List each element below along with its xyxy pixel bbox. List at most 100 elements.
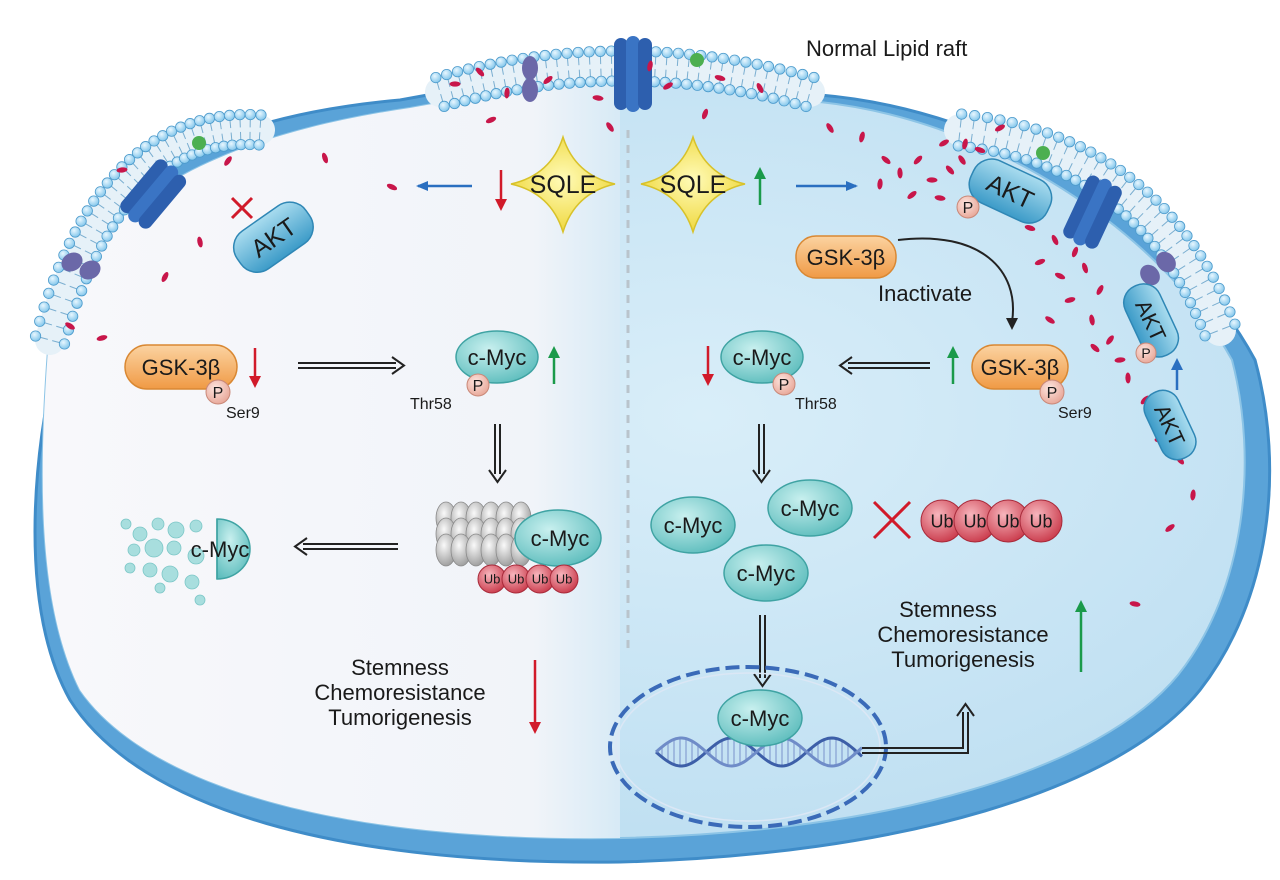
lipid-head (1179, 286, 1191, 299)
lipid-head (1213, 282, 1225, 295)
lipid-head (952, 140, 964, 152)
lipid-head (140, 141, 152, 153)
lipid-head (480, 90, 492, 102)
lipid-head (75, 215, 87, 227)
lipid-head (751, 58, 763, 70)
normal-lipid-raft-label: Normal Lipid raft (806, 36, 967, 61)
cholesterol-dot (945, 165, 955, 175)
free-cmyc-2: c-Myc (767, 479, 853, 537)
cholesterol-dot (1096, 285, 1104, 295)
ser9-label: Ser9 (1058, 405, 1092, 422)
fragment (161, 565, 179, 583)
cholesterol-dot (995, 124, 1005, 132)
cholesterol-dot (859, 131, 865, 143)
lipid-head (1149, 240, 1161, 253)
sqle-left: SQLE (510, 134, 616, 235)
lipid-head (1064, 136, 1076, 148)
cholesterol-dot (224, 156, 232, 166)
cholesterol-dot (485, 116, 497, 124)
channel-protein-right (1063, 175, 1122, 249)
cholesterol-molecules (65, 60, 1196, 607)
gsk3b-right: GSK-3β (795, 235, 897, 279)
inactivate-label: Inactivate (878, 281, 972, 306)
lipid-head (702, 81, 714, 93)
lipid-head (724, 84, 736, 96)
phospho-label: P (779, 377, 790, 394)
lipid-head (76, 285, 88, 297)
nucleus-cmyc: c-Myc (717, 689, 803, 747)
lipid-head (661, 46, 673, 59)
lipid-head (34, 315, 46, 327)
lipid-head (728, 54, 741, 66)
lipid-head (253, 139, 265, 151)
fragment (151, 517, 165, 531)
transport-protein-icon-left (61, 252, 101, 280)
lipid-bilayers (29, 45, 1241, 355)
stemness-label: Stemness (351, 655, 449, 680)
lipid-head (108, 169, 121, 181)
lipid-head (1194, 318, 1207, 331)
cholesterol-dot (1051, 234, 1059, 246)
fragment (142, 562, 158, 578)
ub-label: Ub (996, 511, 1019, 531)
lipid-head (1199, 330, 1211, 342)
lipid-head (1114, 164, 1127, 177)
lipid-head (131, 147, 144, 159)
cholesterol-dot (475, 67, 485, 77)
lipid-head (796, 68, 809, 81)
cholesterol-dot (1045, 316, 1055, 324)
degraded-fragments (120, 517, 206, 606)
lipid-head (691, 79, 703, 91)
fragment (194, 594, 206, 606)
lipid-head (778, 95, 790, 107)
lipid-head (595, 75, 607, 87)
gsk3b-p-right: GSK-3β P Ser9 (971, 344, 1092, 422)
lipid-head (583, 46, 595, 58)
phospho-label: P (473, 378, 484, 395)
lipid-head (484, 58, 496, 70)
akt-left: AKT (232, 201, 314, 274)
lipid-head (1074, 141, 1086, 153)
down-arrowhead (529, 722, 541, 734)
outcomes-left: Stemness Chemoresistance Tumorigenesis (314, 655, 485, 730)
lipid-head (67, 310, 79, 322)
up-arrowhead (754, 167, 766, 179)
free-cmyc-3: c-Myc (723, 544, 809, 602)
cholesterol-dot (756, 82, 764, 94)
ubiquitin-icon (1019, 499, 1063, 543)
lipid-head (1095, 152, 1107, 164)
lipid-head (255, 109, 267, 121)
cmyc-label: c-Myc (733, 345, 792, 370)
cholesterol-dot (877, 178, 883, 190)
fragment (132, 526, 148, 542)
cmyc-label: c-Myc (191, 537, 250, 562)
cmyc-to-proteasome-arrow (488, 424, 507, 484)
glycoprotein-icon (690, 53, 704, 67)
cholesterol-dot (1114, 357, 1126, 363)
lipid-head (29, 330, 42, 342)
lipid-head (213, 110, 225, 123)
phospho-label: P (1141, 345, 1150, 361)
chemoresistance-label: Chemoresistance (877, 622, 1048, 647)
lipid-head (459, 95, 471, 107)
lipid-head (1053, 131, 1065, 143)
lipid-head (1105, 158, 1117, 170)
fragment (144, 538, 164, 558)
ub-label: Ub (930, 511, 953, 531)
lipid-head (101, 177, 113, 189)
cholesterol-dot (161, 271, 169, 283)
sqle-label: SQLE (660, 171, 727, 199)
cmyc-label: c-Myc (737, 561, 796, 586)
lipid-head (81, 205, 93, 217)
cholesterol-dot (701, 108, 709, 120)
lipid-head (762, 60, 775, 73)
lipid-head (563, 77, 576, 89)
lipid-head (451, 66, 464, 78)
free-cmyc-1: c-Myc (650, 496, 736, 554)
lipid-head (223, 109, 236, 121)
cholesterol-dot (606, 122, 614, 132)
lipid-head (1135, 224, 1147, 237)
lipid-head (574, 76, 586, 89)
lipid-head (203, 112, 216, 124)
